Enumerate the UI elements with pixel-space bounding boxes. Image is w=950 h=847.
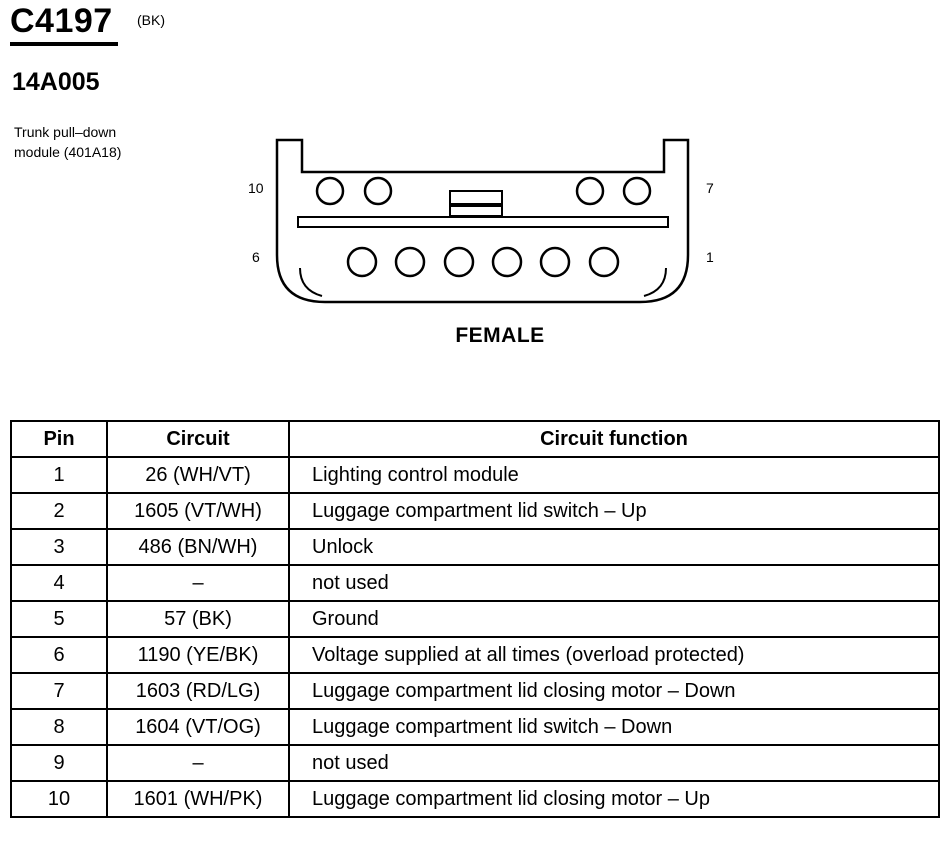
header-circuit-function: Circuit function xyxy=(288,420,940,458)
pin-cavity-10 xyxy=(315,176,345,206)
cell-function: Unlock xyxy=(288,528,940,566)
module-description-line-1: Trunk pull–down xyxy=(14,124,117,140)
connector-shell-outline xyxy=(275,138,690,304)
cell-function: Ground xyxy=(288,600,940,638)
cell-function: Luggage compartment lid switch – Down xyxy=(288,708,940,746)
table-row: 4 – not used xyxy=(10,564,940,602)
cell-pin: 1 xyxy=(10,456,108,494)
table-header-row: Pin Circuit Circuit function xyxy=(10,420,940,458)
cell-circuit: 1601 (WH/PK) xyxy=(106,780,290,818)
pin-cavity-8 xyxy=(575,176,605,206)
cell-circuit: 1190 (YE/BK) xyxy=(106,636,290,674)
pin-cavity-4 xyxy=(443,246,475,278)
table-row: 2 1605 (VT/WH) Luggage compartment lid s… xyxy=(10,492,940,530)
cell-pin: 9 xyxy=(10,744,108,782)
header-circuit: Circuit xyxy=(106,420,290,458)
part-number: 14A005 xyxy=(12,68,100,96)
cell-function: Luggage compartment lid switch – Up xyxy=(288,492,940,530)
table-row: 9 – not used xyxy=(10,744,940,782)
cell-pin: 10 xyxy=(10,780,108,818)
pin-label-top-left: 10 xyxy=(248,180,264,196)
cell-function: Lighting control module xyxy=(288,456,940,494)
pin-cavity-3 xyxy=(491,246,523,278)
module-description-line-2: module (401A18) xyxy=(14,144,122,160)
cell-circuit: 1604 (VT/OG) xyxy=(106,708,290,746)
connector-view-label: FEMALE xyxy=(455,324,545,347)
cell-circuit: 26 (WH/VT) xyxy=(106,456,290,494)
connector-id: C4197 xyxy=(10,2,113,40)
cell-circuit: – xyxy=(106,564,290,602)
table-row: 7 1603 (RD/LG) Luggage compartment lid c… xyxy=(10,672,940,710)
cell-circuit: – xyxy=(106,744,290,782)
header-pin: Pin xyxy=(10,420,108,458)
cell-pin: 4 xyxy=(10,564,108,602)
cell-circuit: 1603 (RD/LG) xyxy=(106,672,290,710)
cell-pin: 5 xyxy=(10,600,108,638)
cell-function: Luggage compartment lid closing motor – … xyxy=(288,672,940,710)
cell-function: Voltage supplied at all times (overload … xyxy=(288,636,940,674)
cell-function: Luggage compartment lid closing motor – … xyxy=(288,780,940,818)
module-description: Trunk pull–down module (401A18) xyxy=(14,122,214,162)
table-row: 6 1190 (YE/BK) Voltage supplied at all t… xyxy=(10,636,940,674)
pinout-table: Pin Circuit Circuit function 1 26 (WH/VT… xyxy=(10,420,940,818)
connector-id-underline xyxy=(10,42,118,46)
shell-corner-left xyxy=(299,267,323,297)
shell-corner-right xyxy=(643,267,667,297)
cell-function: not used xyxy=(288,744,940,782)
cell-circuit: 486 (BN/WH) xyxy=(106,528,290,566)
cell-circuit: 57 (BK) xyxy=(106,600,290,638)
table-row: 3 486 (BN/WH) Unlock xyxy=(10,528,940,566)
separator-bar xyxy=(297,216,669,228)
table-row: 1 26 (WH/VT) Lighting control module xyxy=(10,456,940,494)
cell-pin: 7 xyxy=(10,672,108,710)
pin-cavity-1 xyxy=(588,246,620,278)
pin-cavity-6 xyxy=(346,246,378,278)
pin-label-top-right: 7 xyxy=(706,180,714,196)
cell-pin: 3 xyxy=(10,528,108,566)
pin-label-bottom-right: 1 xyxy=(706,249,714,265)
cell-function: not used xyxy=(288,564,940,602)
cell-pin: 6 xyxy=(10,636,108,674)
cell-pin: 2 xyxy=(10,492,108,530)
pin-cavity-9 xyxy=(363,176,393,206)
connector-face-diagram xyxy=(275,138,690,304)
pin-cavity-5 xyxy=(394,246,426,278)
cell-pin: 8 xyxy=(10,708,108,746)
pin-cavity-2 xyxy=(539,246,571,278)
table-row: 10 1601 (WH/PK) Luggage compartment lid … xyxy=(10,780,940,818)
table-row: 5 57 (BK) Ground xyxy=(10,600,940,638)
pin-label-bottom-left: 6 xyxy=(252,249,260,265)
connector-color: (BK) xyxy=(137,12,165,28)
table-row: 8 1604 (VT/OG) Luggage compartment lid s… xyxy=(10,708,940,746)
cell-circuit: 1605 (VT/WH) xyxy=(106,492,290,530)
pin-cavity-7 xyxy=(622,176,652,206)
